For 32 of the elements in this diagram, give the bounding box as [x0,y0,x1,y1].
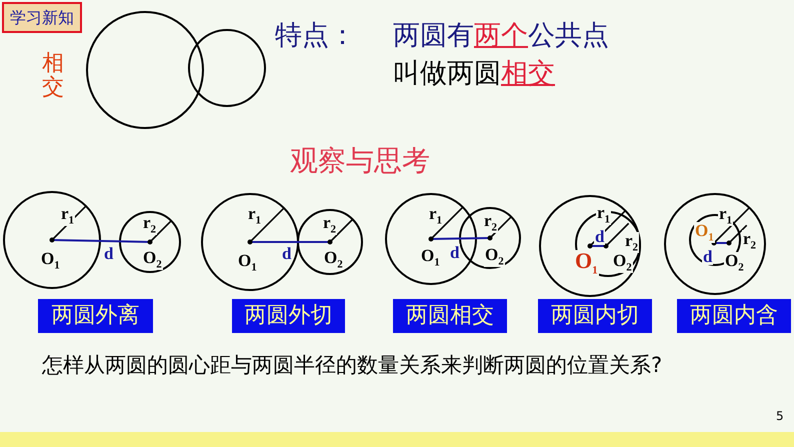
page-number: 5 [776,410,784,422]
position-caption: 两圆外离 [38,299,153,333]
vertical-label: 相交 [42,52,65,100]
point-label: O$_{1}$ [237,252,258,274]
point-label: O$_{2}$ [484,246,505,268]
point-label: O$_{2}$ [142,249,163,270]
feature-label: 特点： [275,22,356,49]
navigation-bar [0,432,794,447]
point-label: O$_{1}$ [574,250,599,276]
point-label: O$_{1}$ [694,222,715,244]
position-caption: 两圆内切 [538,299,652,333]
feature-text: 两圆有两个公共点 [393,22,609,49]
point-label: O$_{1}$ [40,250,61,272]
position-caption: 两圆外切 [232,299,345,333]
point-label: d [281,245,292,262]
feature-text: 叫做两圆相交 [393,60,555,87]
point-label: r$_{2}$ [142,214,158,236]
position-caption: 两圆内含 [677,299,791,333]
point-label: r$_{2}$ [624,232,640,254]
point-label: O$_{1}$ [420,247,441,268]
question-text: 怎样从两圆的圆心距与两圆半径的数量关系来判断两圆的位置关系? [42,352,664,379]
point-label: d [594,228,606,245]
position-caption: 两圆相交 [393,299,507,333]
section-heading: 观察与思考 [290,147,430,175]
point-label: r$_{2}$ [742,230,758,252]
point-label: d [702,248,714,265]
section-tag: 学习新知 [2,2,82,33]
point-label: O$_{2}$ [724,252,745,274]
point-label: O$_{2}$ [323,249,344,270]
point-label: d [103,245,114,262]
point-label: d [449,244,460,261]
point-label: O$_{2}$ [612,252,633,274]
